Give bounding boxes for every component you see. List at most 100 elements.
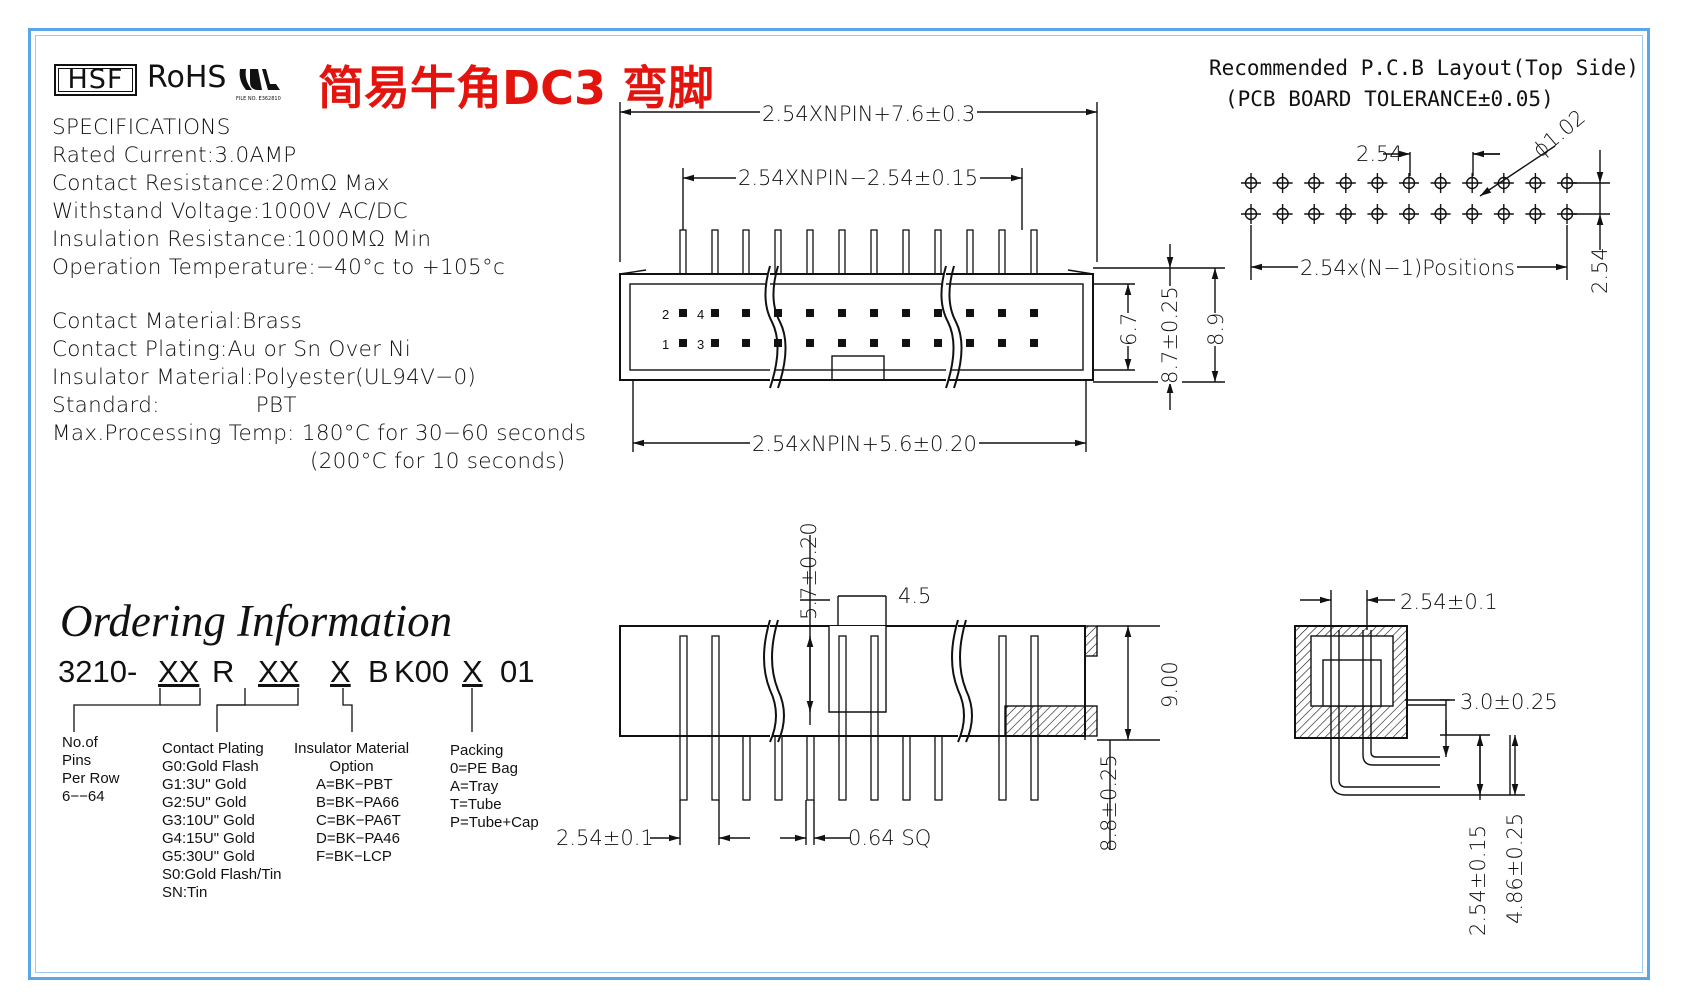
spec-contact-plating: Contact Plating:Au or Sn Over Ni <box>52 337 412 362</box>
pin-label-4: 4 <box>697 307 705 322</box>
spec-insulation-resistance: Insulation Resistance:1000MΩ Min <box>52 227 432 252</box>
pin-label-1: 1 <box>662 337 670 352</box>
dim-front-height: 5.7±0.20 <box>797 522 821 620</box>
pcb-hole <box>1462 204 1483 224</box>
pcb-hole <box>1241 204 1261 224</box>
dim-height-inner: 6.7 <box>1117 312 1141 346</box>
drawing-title: 简易牛角DC3 弯脚 <box>318 61 714 115</box>
pcb-positions: 2.54x(N−1)Positions <box>1298 256 1517 280</box>
pcb-hole <box>1304 204 1325 224</box>
ordering-title: Ordering Information <box>60 596 453 646</box>
pcb-hole <box>1462 173 1483 193</box>
contact-square <box>679 309 687 317</box>
dim-side-bend: 3.0±0.25 <box>1460 690 1558 714</box>
contact-square <box>998 339 1006 347</box>
dim-body-height: 9.00 <box>1158 661 1182 708</box>
top-view <box>619 102 1225 452</box>
contact-square <box>774 339 782 347</box>
contact-square <box>902 339 910 347</box>
contact-square <box>838 309 846 317</box>
ordering-leaders <box>73 688 473 732</box>
contact-square <box>806 309 814 317</box>
contact-square <box>711 339 719 347</box>
dim-pin-size: 0.64 SQ <box>848 826 932 850</box>
contact-square <box>934 309 942 317</box>
pin-label-2: 2 <box>662 307 670 322</box>
top-view-contacts <box>679 309 1038 347</box>
ul-logo-icon <box>239 69 280 90</box>
pcb-hole <box>1557 173 1577 193</box>
pn-plating: XX <box>258 654 300 689</box>
pcb-hole <box>1367 173 1388 193</box>
contact-square <box>742 339 750 347</box>
side-view <box>1294 590 1525 800</box>
contact-square <box>679 339 687 347</box>
pn-suffix: 01 <box>500 654 535 689</box>
pcb-tolerance: (PCB BOARD TOLERANCE±0.05) <box>1225 87 1554 111</box>
pcb-hole <box>1272 204 1293 224</box>
spec-standard: Standard:PBT <box>52 393 297 418</box>
pcb-hole <box>1335 173 1356 193</box>
pn-prefix: 3210- <box>58 654 138 689</box>
dim-front-pitch: 2.54±0.1 <box>556 826 654 850</box>
contact-square <box>870 309 878 317</box>
contact-square <box>711 309 719 317</box>
pcb-hole <box>1430 204 1451 224</box>
pcb-holes <box>1241 173 1577 224</box>
specifications-block: SPECIFICATIONS Rated Current:3.0AMP Cont… <box>52 114 586 476</box>
rohs-label: RoHS <box>147 60 227 95</box>
dim-side-pitch: 2.54±0.1 <box>1400 590 1498 614</box>
contact-square <box>742 309 750 317</box>
dim-pin-span: 2.54XNPIN−2.54±0.15 <box>736 166 981 190</box>
pcb-hole <box>1304 173 1325 193</box>
pcb-row-pitch: 2.54 <box>1588 247 1612 294</box>
drawing-frame <box>28 28 1650 980</box>
contact-square <box>998 309 1006 317</box>
front-view <box>619 535 1160 850</box>
pn-row: R <box>212 654 235 689</box>
contact-square <box>838 339 846 347</box>
spec-max-processing: Max.Processing Temp: 180°C for 30−60 sec… <box>52 421 587 446</box>
contact-square <box>934 339 942 347</box>
pcb-hole <box>1241 173 1261 193</box>
pcb-hole <box>1367 204 1388 224</box>
pcb-hole <box>1493 204 1514 224</box>
dim-key-width: 4.5 <box>898 584 932 608</box>
spec-contact-material: Contact Material:Brass <box>52 309 303 334</box>
pcb-hole <box>1272 173 1293 193</box>
contact-square <box>806 339 814 347</box>
dim-overall: 2.54XNPIN+7.6±0.3 <box>760 102 978 126</box>
contact-square <box>774 309 782 317</box>
spec-heading: SPECIFICATIONS <box>52 115 231 140</box>
spec-operation-temp: Operation Temperature:−40°c to +105°c <box>52 255 506 280</box>
pn-b: B <box>368 654 389 689</box>
pn-pins: XX <box>158 654 200 689</box>
pcb-hole <box>1399 173 1419 193</box>
contact-square <box>1030 309 1038 317</box>
pn-insulator: X <box>330 654 351 689</box>
spec-contact-resistance: Contact Resistance:20mΩ Max <box>52 171 390 196</box>
drawing-frame-inner <box>35 35 1643 973</box>
contact-square <box>1030 339 1038 347</box>
pcb-hole <box>1557 204 1577 224</box>
pcb-pitch: 2.54 <box>1356 142 1403 166</box>
ul-file-number: FILE NO. E362810 <box>236 96 281 102</box>
dim-side-high: 4.86±0.25 <box>1503 812 1527 924</box>
contact-square <box>966 309 974 317</box>
dim-base-width: 2.54xNPIN+5.6±0.20 <box>750 432 979 456</box>
dim-height-mid: 8.7±0.25 <box>1158 286 1182 384</box>
contact-square <box>902 309 910 317</box>
pcb-hole <box>1525 173 1546 193</box>
pcb-layout-title: Recommended P.C.B Layout(Top Side) <box>1209 56 1639 80</box>
pn-packing: X <box>462 654 483 689</box>
dim-height-outer: 8.9 <box>1204 312 1228 346</box>
pcb-hole <box>1525 204 1546 224</box>
contact-square <box>870 339 878 347</box>
spec-rated-current: Rated Current:3.0AMP <box>52 143 297 168</box>
pin-label-3: 3 <box>697 337 705 352</box>
